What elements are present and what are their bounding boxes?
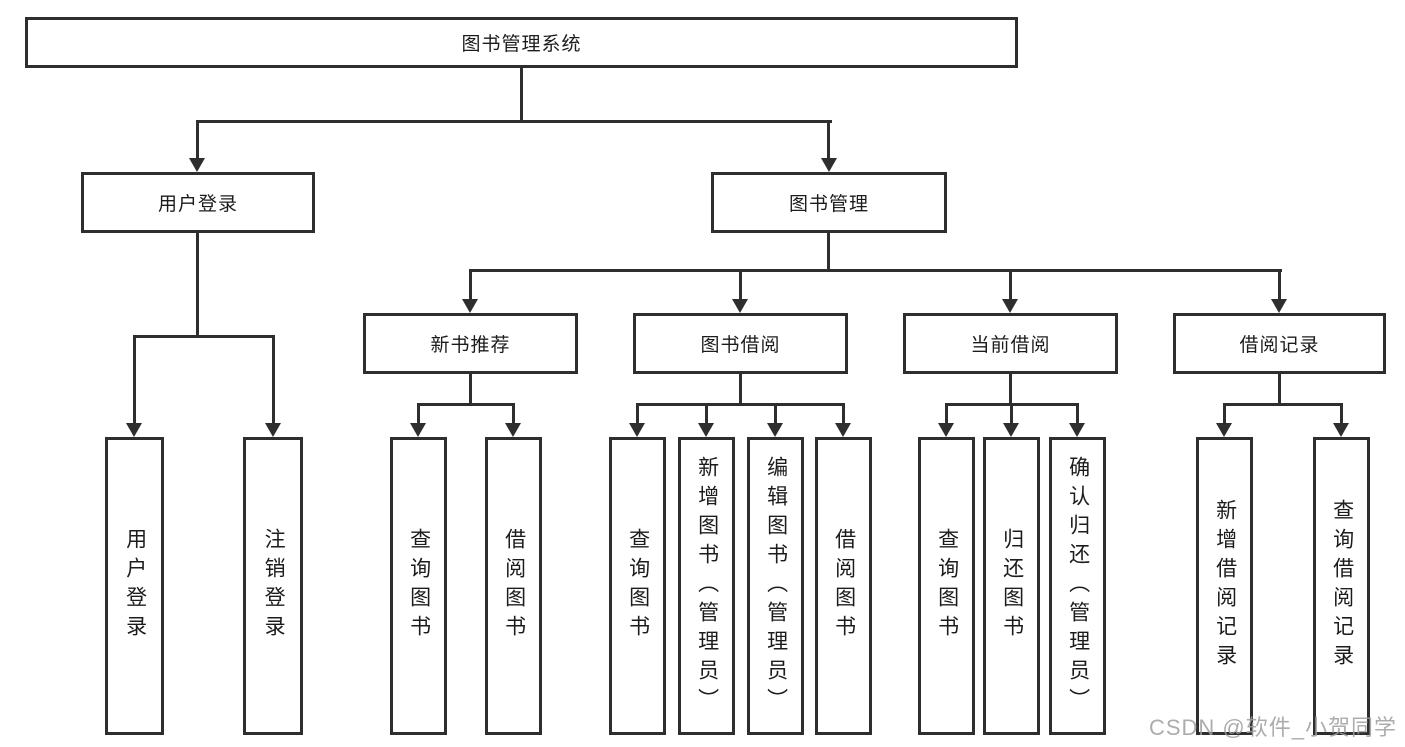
connector-vline bbox=[739, 374, 742, 404]
connector-vline bbox=[774, 403, 777, 423]
node-query-books-borrowing: 查询图书 bbox=[609, 437, 666, 735]
arrow-down-icon bbox=[126, 423, 142, 437]
node-library-management-system: 图书管理系统 bbox=[25, 17, 1018, 68]
connector-vline bbox=[1009, 269, 1012, 299]
arrow-down-icon bbox=[189, 158, 205, 172]
connector-vline bbox=[739, 269, 742, 299]
leaf-label: 查询图书 bbox=[407, 528, 431, 644]
arrow-down-icon bbox=[1069, 423, 1085, 437]
leaf-label: 用户登录 bbox=[123, 528, 147, 644]
leaf-label: 借阅图书 bbox=[832, 528, 856, 644]
node-book-borrowing: 图书借阅 bbox=[633, 313, 848, 374]
leaf-label: 借阅图书 bbox=[502, 528, 526, 644]
arrow-down-icon bbox=[698, 423, 714, 437]
node-add-books-admin: 新增图书（管理员） bbox=[678, 437, 735, 735]
arrow-down-icon bbox=[821, 158, 837, 172]
connector-vline bbox=[842, 403, 845, 423]
node-add-borrow-record: 新增借阅记录 bbox=[1196, 437, 1253, 735]
leaf-label: 编辑图书（管理员） bbox=[764, 455, 788, 717]
arrow-down-icon bbox=[938, 423, 954, 437]
connector-hline bbox=[1223, 403, 1343, 406]
arrow-down-icon bbox=[462, 299, 478, 313]
arrow-down-icon bbox=[1003, 423, 1019, 437]
connector-hline bbox=[469, 269, 1282, 272]
arrow-down-icon bbox=[1333, 423, 1349, 437]
watermark: CSDN @软件_小贺同学 bbox=[1148, 715, 1397, 740]
leaf-label: 确认归还（管理员） bbox=[1066, 455, 1090, 717]
node-confirm-return-admin: 确认归还（管理员） bbox=[1049, 437, 1106, 735]
connector-vline bbox=[827, 233, 830, 271]
arrow-down-icon bbox=[1271, 299, 1287, 313]
arrow-down-icon bbox=[1216, 423, 1232, 437]
arrow-down-icon bbox=[410, 423, 426, 437]
node-borrow-books: 借阅图书 bbox=[815, 437, 872, 735]
connector-vline bbox=[945, 403, 948, 423]
leaf-label: 归还图书 bbox=[1000, 528, 1024, 644]
node-borrow-books-recommend: 借阅图书 bbox=[485, 437, 542, 735]
connector-vline bbox=[1076, 403, 1079, 423]
connector-vline bbox=[1340, 403, 1343, 423]
arrow-down-icon bbox=[767, 423, 783, 437]
connector-vline bbox=[133, 335, 136, 423]
connector-vline bbox=[1010, 403, 1013, 423]
connector-vline bbox=[827, 120, 830, 158]
connector-vline bbox=[1009, 374, 1012, 404]
connector-vline bbox=[417, 403, 420, 423]
node-logout: 注销登录 bbox=[243, 437, 303, 735]
connector-vline bbox=[469, 374, 472, 404]
connector-vline bbox=[636, 403, 639, 423]
node-new-book-recommendation: 新书推荐 bbox=[363, 313, 578, 374]
arrow-down-icon bbox=[835, 423, 851, 437]
node-query-books-current: 查询图书 bbox=[918, 437, 975, 735]
connector-vline bbox=[512, 403, 515, 423]
connector-vline bbox=[196, 120, 199, 158]
connector-vline bbox=[469, 269, 472, 299]
leaf-label: 新增借阅记录 bbox=[1213, 499, 1237, 673]
arrow-down-icon bbox=[505, 423, 521, 437]
node-book-management: 图书管理 bbox=[711, 172, 947, 233]
arrow-down-icon bbox=[265, 423, 281, 437]
connector-vline bbox=[1278, 374, 1281, 404]
leaf-label: 注销登录 bbox=[262, 528, 286, 644]
node-user-login-leaf: 用户登录 bbox=[105, 437, 164, 735]
connector-hline bbox=[417, 403, 515, 406]
node-user-login: 用户登录 bbox=[81, 172, 315, 233]
connector-vline bbox=[1278, 269, 1281, 299]
node-edit-books-admin: 编辑图书（管理员） bbox=[747, 437, 804, 735]
arrow-down-icon bbox=[1002, 299, 1018, 313]
leaf-label: 查询图书 bbox=[935, 528, 959, 644]
arrow-down-icon bbox=[629, 423, 645, 437]
node-current-borrowing: 当前借阅 bbox=[903, 313, 1118, 374]
arrow-down-icon bbox=[732, 299, 748, 313]
node-return-books: 归还图书 bbox=[983, 437, 1040, 735]
leaf-label: 查询借阅记录 bbox=[1330, 499, 1354, 673]
leaf-label: 查询图书 bbox=[626, 528, 650, 644]
connector-vline bbox=[520, 68, 523, 120]
node-borrowing-records: 借阅记录 bbox=[1173, 313, 1386, 374]
connector-vline bbox=[196, 233, 199, 335]
leaf-label: 新增图书（管理员） bbox=[695, 455, 719, 717]
connector-vline bbox=[705, 403, 708, 423]
node-query-books-recommend: 查询图书 bbox=[390, 437, 447, 735]
connector-vline bbox=[272, 335, 275, 423]
connector-vline bbox=[1223, 403, 1226, 423]
connector-hline bbox=[196, 120, 832, 123]
connector-hline bbox=[133, 335, 275, 338]
connector-hline bbox=[636, 403, 845, 406]
node-query-borrow-record: 查询借阅记录 bbox=[1313, 437, 1370, 735]
